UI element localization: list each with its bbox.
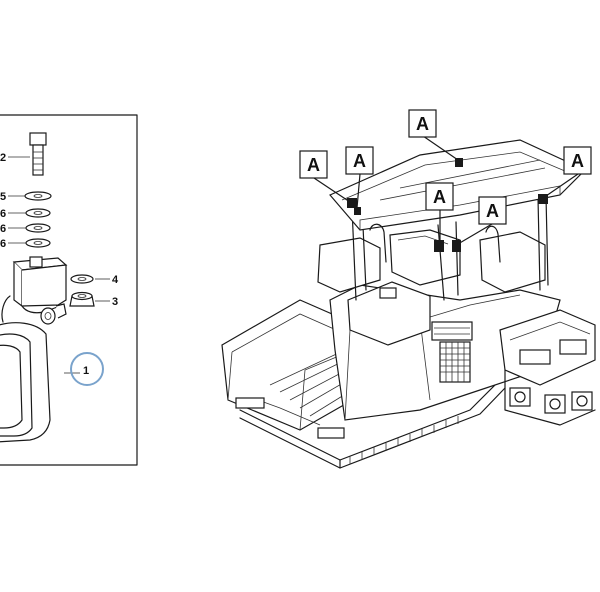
callout-label-1: A (416, 114, 429, 134)
part-number-3: 3 (112, 296, 118, 308)
work-lamp (0, 322, 51, 443)
callout-box-3 (345, 146, 374, 175)
work-lamp-1 (347, 198, 357, 208)
part-number-1: 1 (83, 365, 89, 377)
work-lamp-3 (434, 240, 444, 252)
washer-4 (70, 274, 94, 284)
callout-leader-6 (457, 223, 493, 245)
callout-box-5 (425, 182, 454, 211)
detail-panel: 2 5 6 6 6 4 3 1 (0, 114, 138, 466)
engine-hood (347, 281, 431, 346)
control-console-right (479, 231, 546, 293)
work-lamp-4 (452, 240, 461, 252)
part-number-6a: 6 (0, 208, 6, 220)
part-number-4: 4 (112, 274, 119, 286)
callout-leader-4 (545, 173, 579, 197)
part-number-5: 5 (0, 191, 6, 203)
screed (499, 309, 596, 426)
track-links (349, 416, 459, 464)
part-number-6b: 6 (0, 223, 6, 235)
callout-label-6: A (486, 201, 499, 221)
work-lamp-6 (538, 194, 548, 204)
part-number-2: 2 (0, 152, 6, 164)
callout-box-1 (408, 109, 437, 138)
bolt (29, 132, 47, 176)
work-lamp-5 (455, 158, 463, 167)
callout-label-4: A (571, 151, 584, 171)
callout-label-3: A (353, 151, 366, 171)
callout-label-5: A (433, 187, 446, 207)
side-grille (439, 341, 471, 383)
callout-leader-3 (356, 173, 361, 209)
callout-leader-2 (313, 177, 351, 203)
callout-box-2 (299, 150, 328, 179)
operator-seat (389, 229, 461, 286)
part-number-6c: 6 (0, 238, 6, 250)
nut-3 (69, 291, 95, 307)
callout-box-6 (478, 196, 507, 225)
mounting-bracket (1, 256, 68, 325)
washer-stack (24, 191, 52, 248)
callouts: A A A A A A (299, 109, 592, 245)
control-console-left (317, 237, 381, 293)
detail-panel-frame (0, 114, 138, 466)
part-1-highlight-circle (70, 352, 104, 386)
work-lamp-2 (354, 207, 361, 215)
paver-illustration (221, 139, 596, 469)
callout-label-2: A (307, 155, 320, 175)
callout-leader-1 (422, 135, 459, 161)
callout-box-4 (563, 146, 592, 175)
